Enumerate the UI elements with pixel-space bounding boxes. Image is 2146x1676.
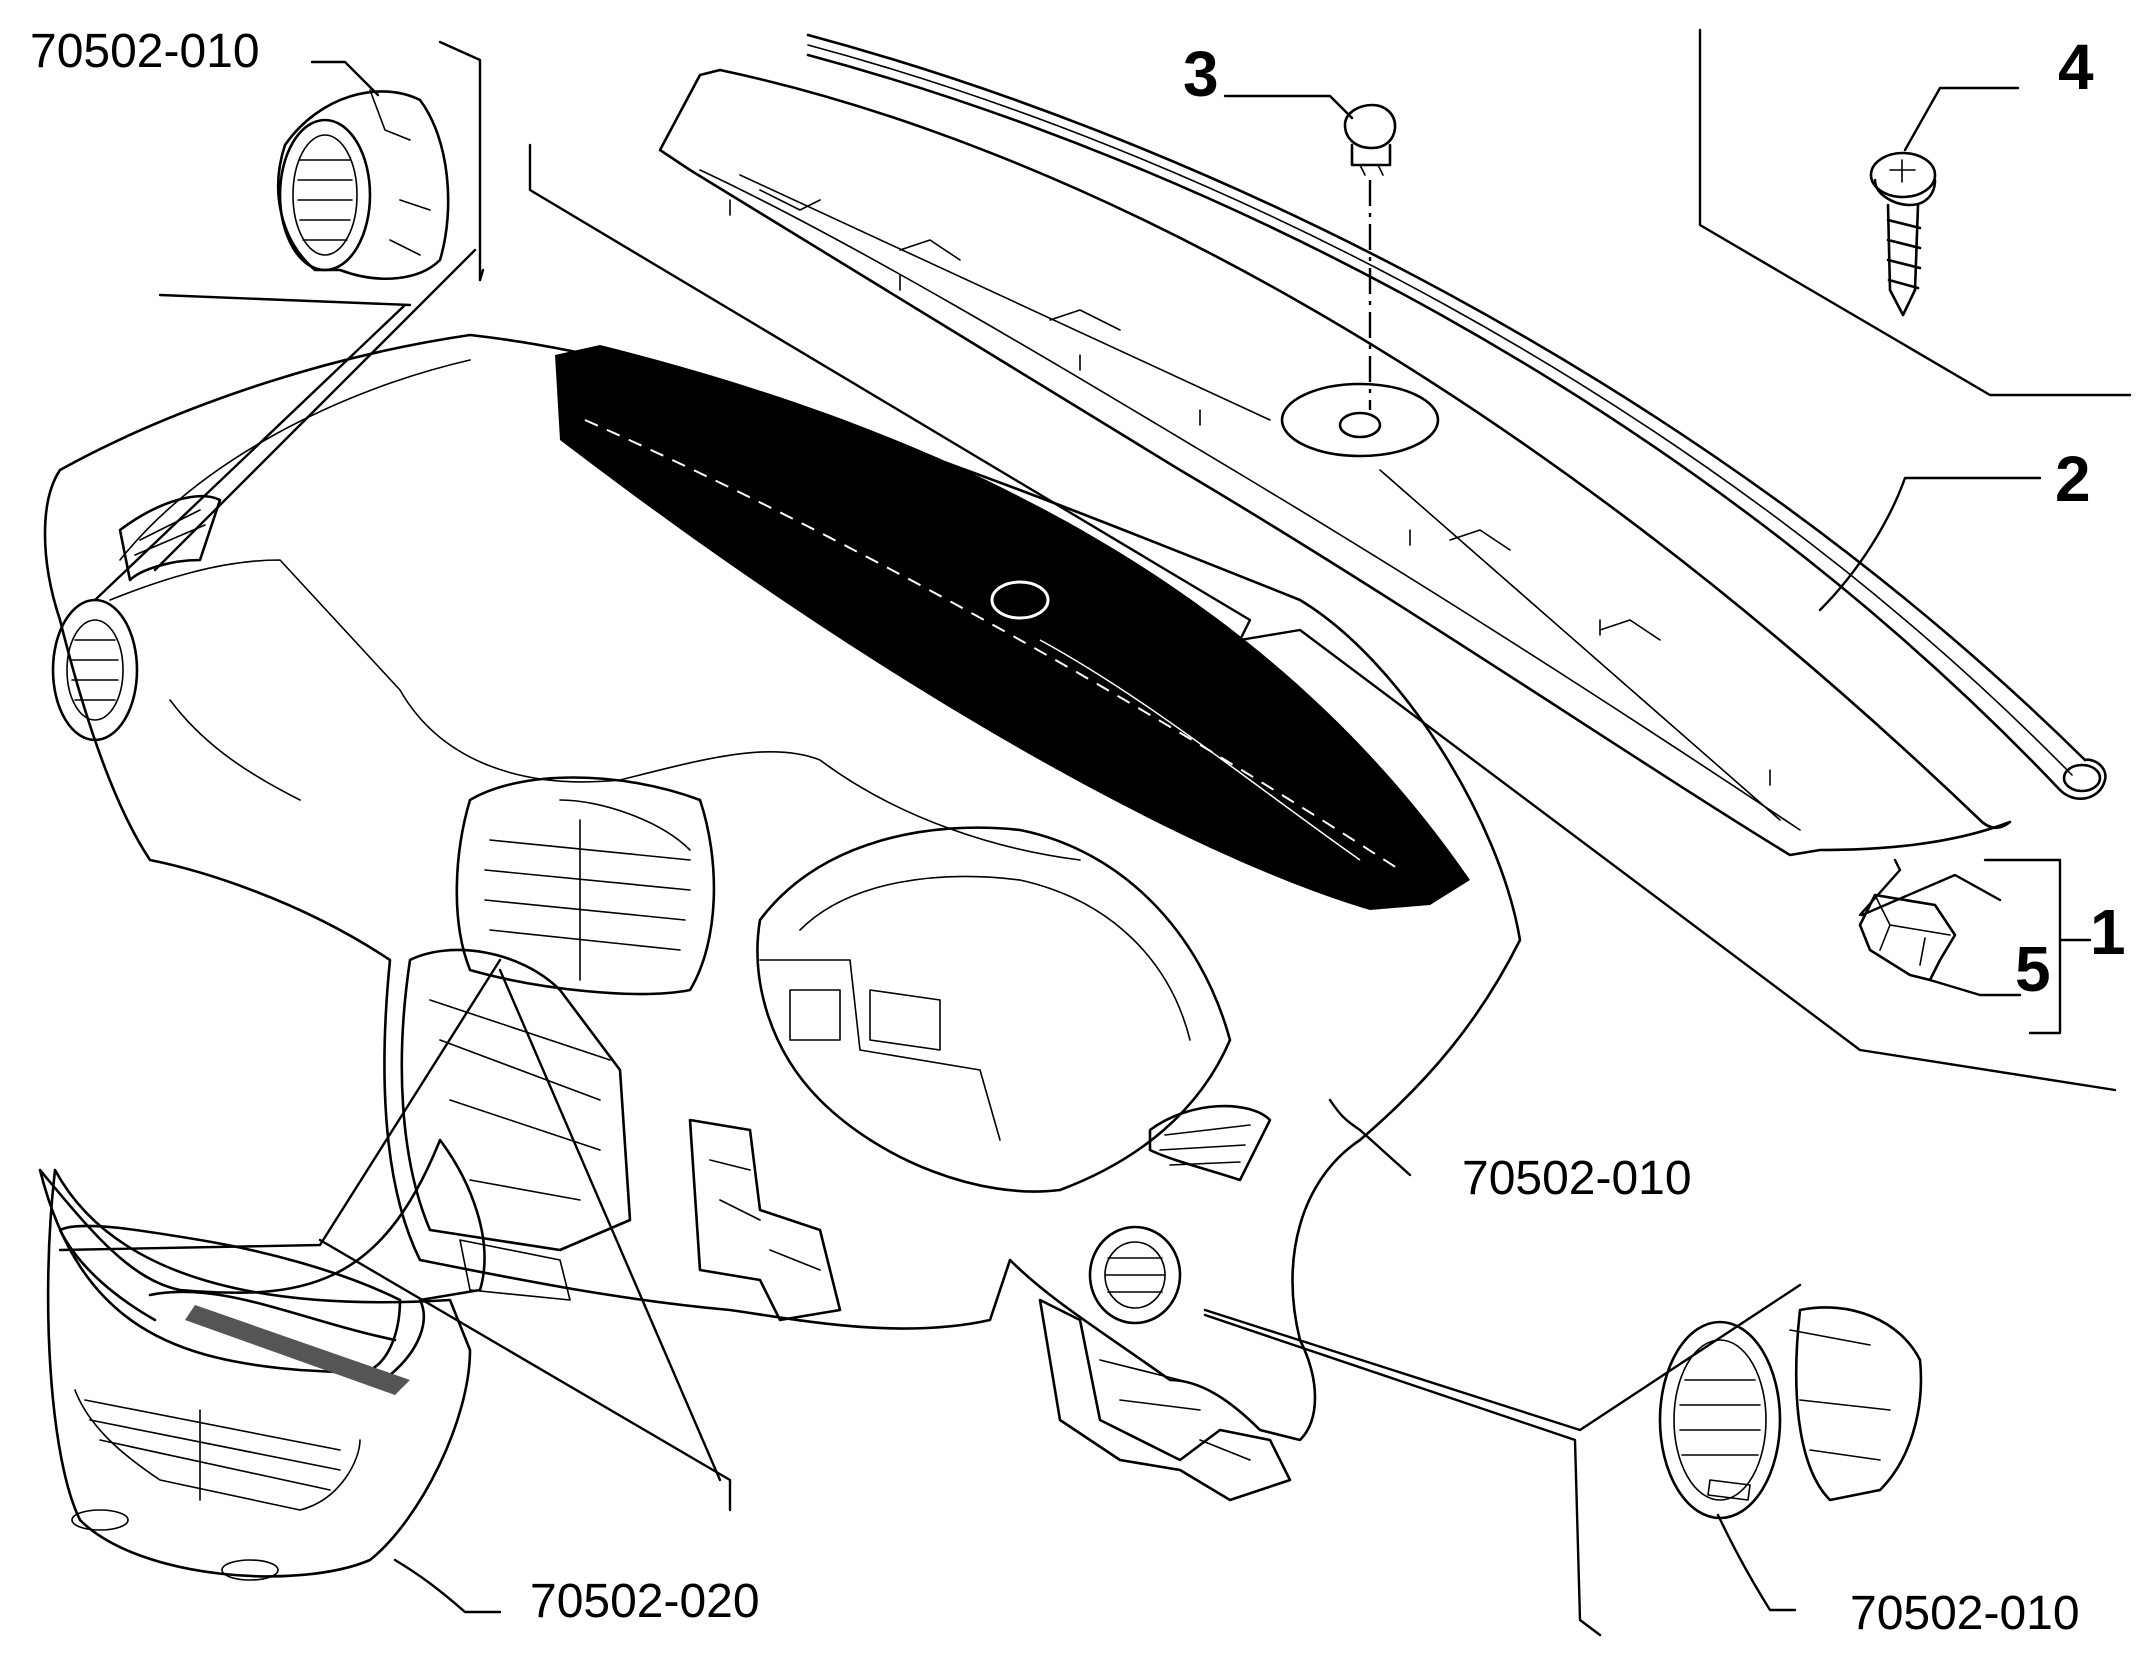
- detached-vent-bottom-right: [1658, 1306, 1923, 1520]
- detached-center-vent: [38, 1138, 486, 1581]
- ref-label-vent-bottom-right: 70502-010: [1850, 1587, 2080, 1640]
- part-number-1: 1: [2090, 896, 2126, 968]
- part-cap-fastener: [1343, 103, 1397, 410]
- part-number-4: 4: [2058, 31, 2094, 103]
- part-number-5: 5: [2015, 933, 2051, 1005]
- leader-lines: [58, 28, 2132, 1637]
- part-top-panel: [658, 68, 2012, 857]
- ref-label-center-vent: 70502-020: [530, 1575, 760, 1628]
- dash-top-panel: [555, 345, 1470, 910]
- ref-label-dash-side: 70502-010: [1462, 1152, 1692, 1205]
- part-seal-strip: [806, 33, 2107, 800]
- detached-vent-top-left: [276, 89, 450, 280]
- ref-label-vent-top-left: 70502-010: [30, 25, 260, 78]
- part-screw: [1869, 151, 1937, 317]
- part-number-3: 3: [1183, 38, 1219, 110]
- part-clip: [1858, 893, 1957, 982]
- part-number-2: 2: [2055, 443, 2091, 515]
- dashboard-assembly: [43, 333, 1522, 1502]
